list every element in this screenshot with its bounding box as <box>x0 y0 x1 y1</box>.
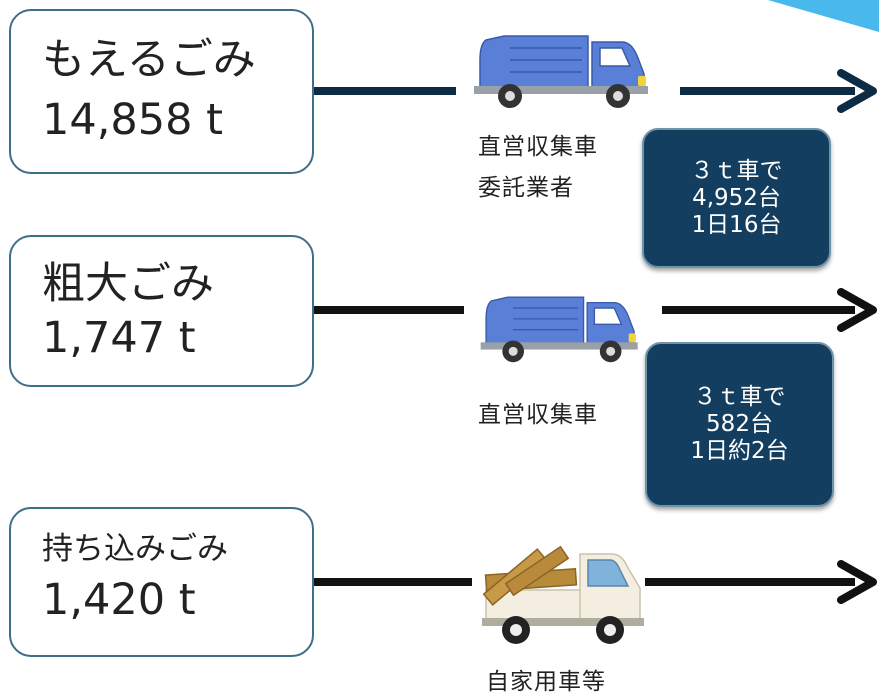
source-name: 持ち込みごみ <box>42 531 228 567</box>
flow-line <box>314 87 456 95</box>
garbage-truck-icon <box>480 296 638 363</box>
vehicle-label-line: 直営収集車 <box>478 402 598 428</box>
arrow-head-icon <box>837 69 877 113</box>
flow-line <box>314 306 464 314</box>
stat-line-count: 582台 <box>706 411 773 437</box>
garbage-truck-icon <box>474 35 648 108</box>
flow-line <box>645 578 855 586</box>
stat-line-daily: 1日16台 <box>691 211 782 238</box>
pickup-truck-icon <box>482 545 644 644</box>
source-amount: 1,420 t <box>42 575 196 625</box>
flow-line <box>662 306 855 314</box>
stat-line-vehicle-type: ３ｔ車で <box>693 384 786 410</box>
flow-line <box>314 578 472 586</box>
stat-line-daily: 1日約2台 <box>690 438 789 464</box>
source-box-bulky: 粗大ごみ 1,747 t <box>9 235 314 387</box>
vehicle-label-line: 自家用車等 <box>486 669 606 695</box>
source-box-burnable: もえるごみ 14,858 t <box>9 9 314 174</box>
source-name: 粗大ごみ <box>42 259 214 309</box>
arrow-head-icon <box>837 560 877 604</box>
stat-line-count: 4,952台 <box>692 184 781 211</box>
source-amount: 14,858 t <box>42 95 223 145</box>
source-amount: 1,747 t <box>42 313 196 363</box>
flow-line <box>680 87 855 95</box>
stat-line-vehicle-type: ３ｔ車で <box>690 157 783 184</box>
arrow-head-icon <box>837 288 877 332</box>
vehicle-label-line: 直営収集車 <box>478 134 598 160</box>
vehicle-label-line: 委託業者 <box>478 175 574 201</box>
stat-box: ３ｔ車で 582台 1日約2台 <box>645 342 834 507</box>
stat-box: ３ｔ車で 4,952台 1日16台 <box>642 128 831 268</box>
source-name: もえるごみ <box>42 35 256 85</box>
source-box-brought-in: 持ち込みごみ 1,420 t <box>9 507 314 657</box>
corner-accent-shape <box>768 0 879 32</box>
